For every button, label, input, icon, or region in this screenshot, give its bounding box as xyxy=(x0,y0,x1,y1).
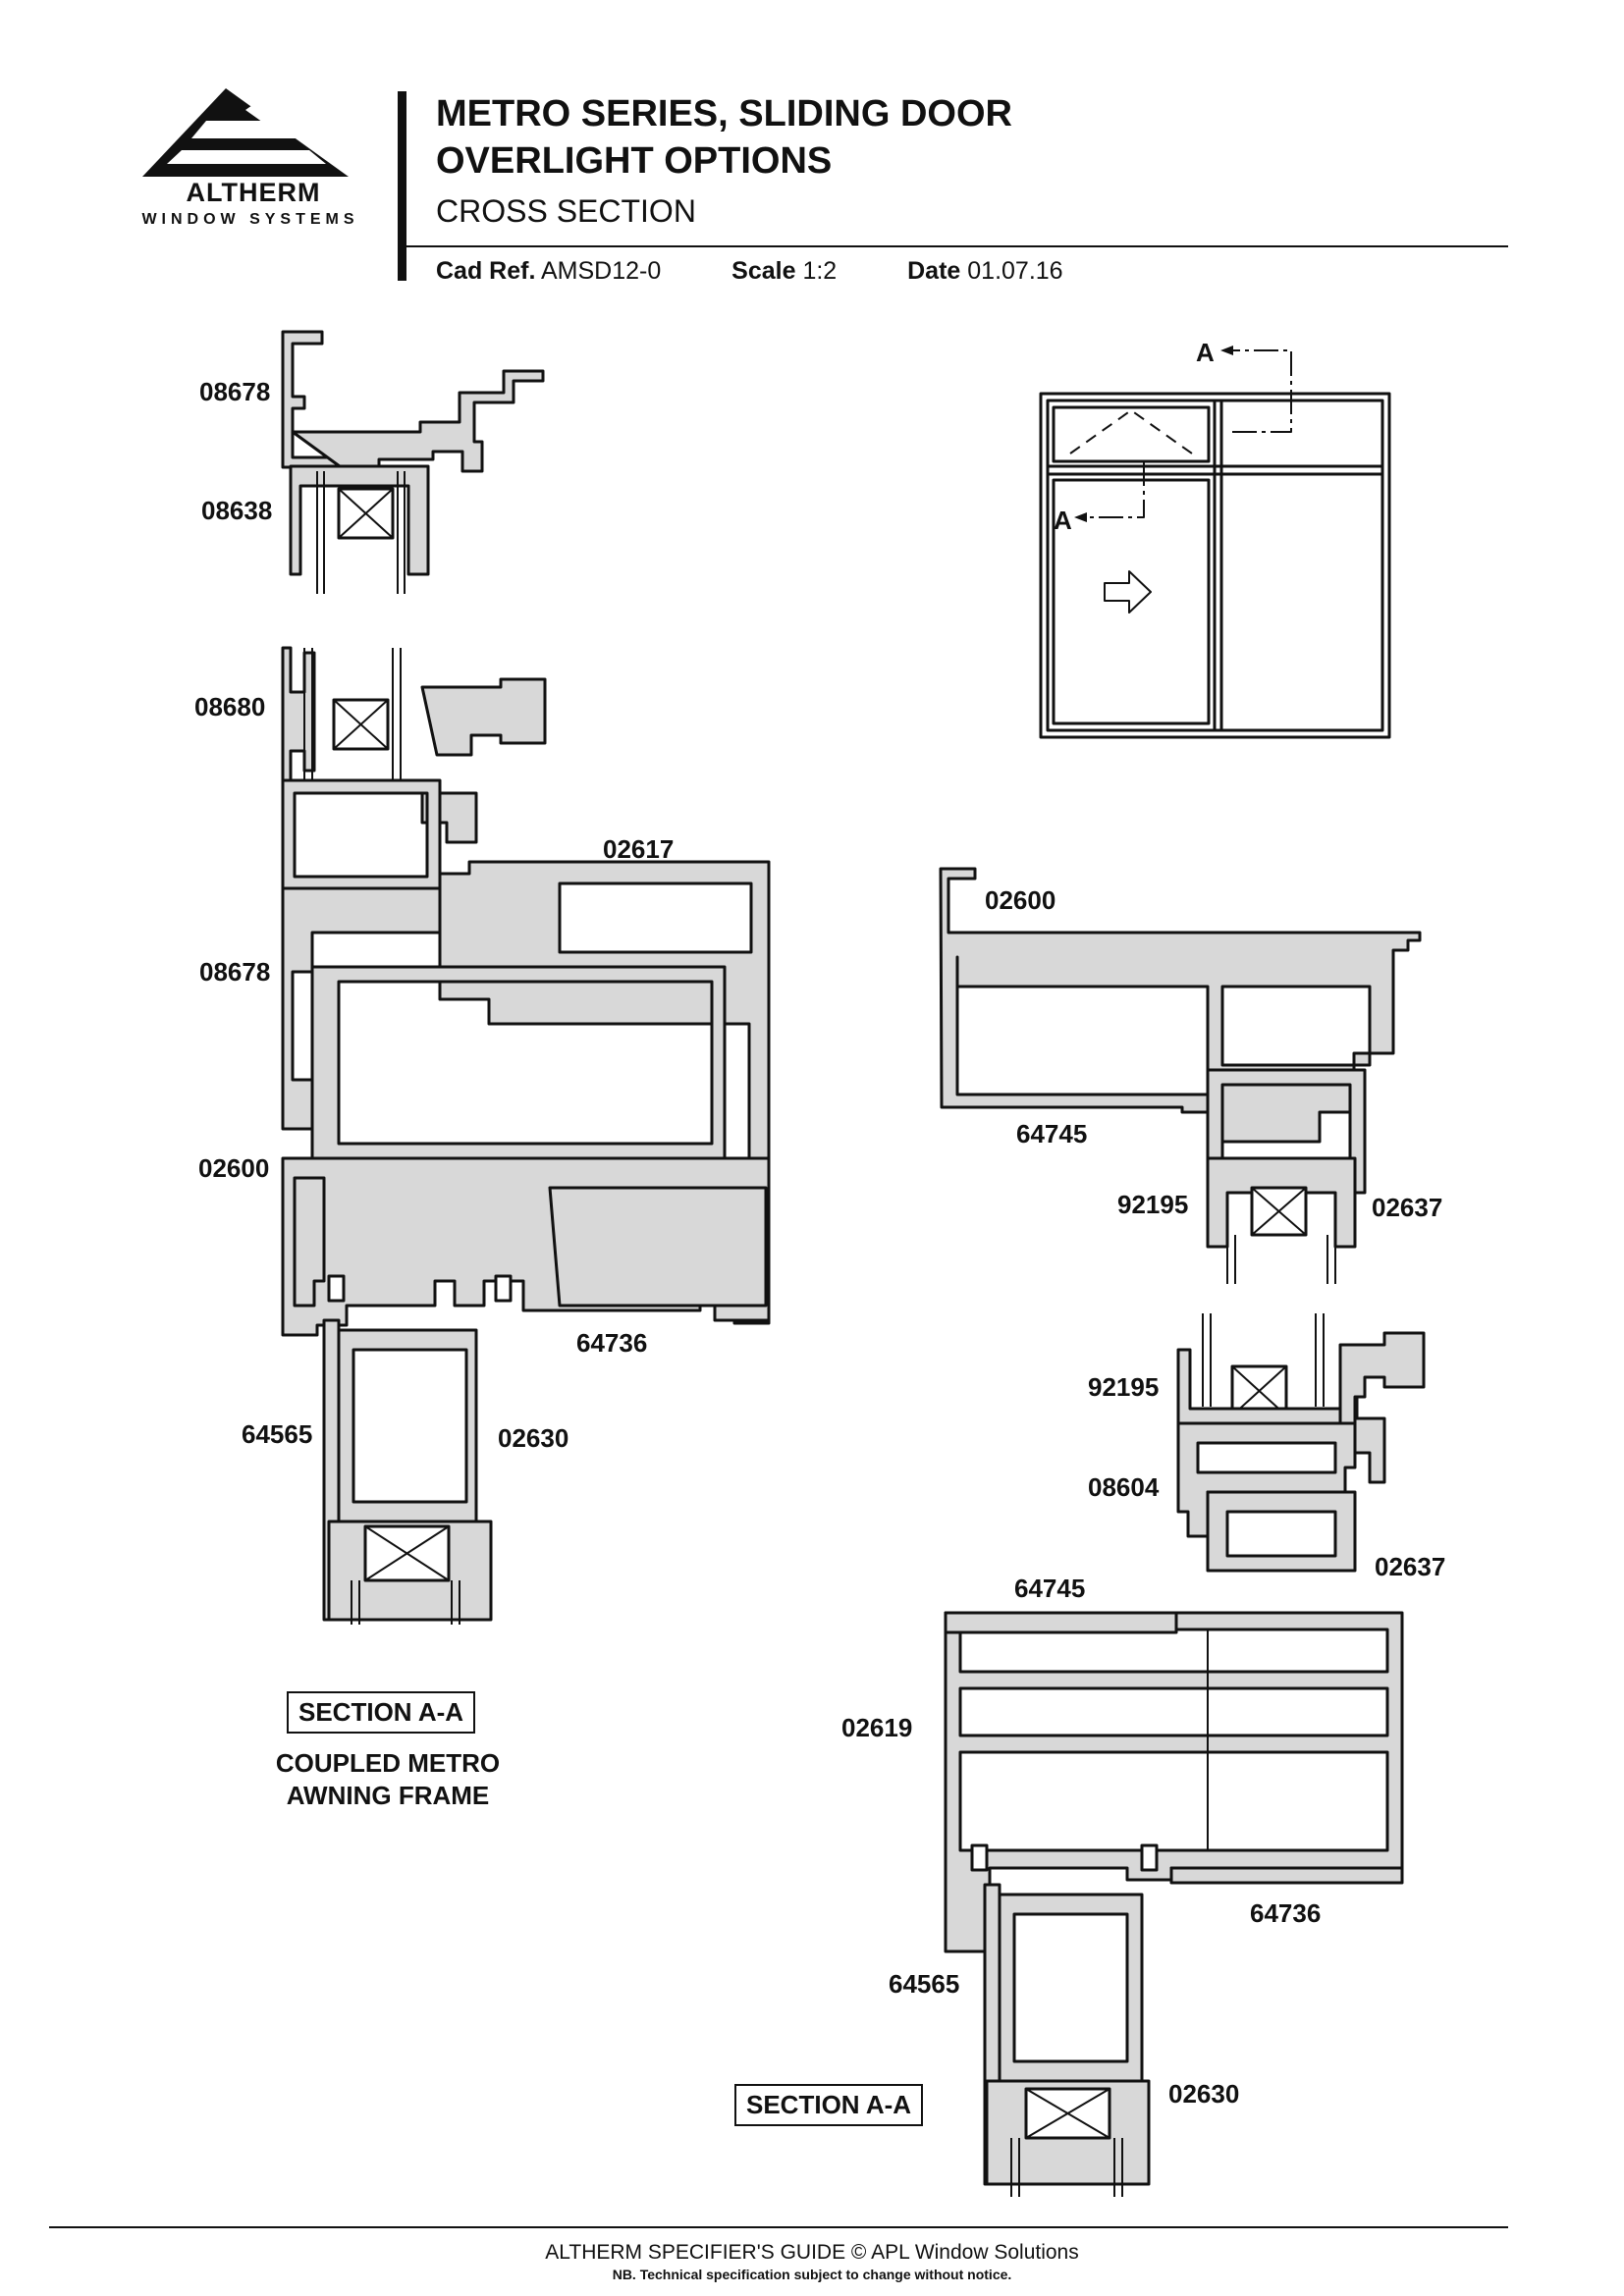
profile-02630 xyxy=(337,1328,478,1523)
label-64745-right: 64745 xyxy=(1016,1119,1088,1148)
label-02630-right: 02630 xyxy=(1168,2079,1240,2109)
label-64745-lower: 64745 xyxy=(1014,1574,1086,1603)
header-rule xyxy=(406,245,1508,247)
section-title-left: SECTION A-A xyxy=(287,1691,476,1734)
awning-sash xyxy=(289,464,430,576)
label-64565-right: 64565 xyxy=(889,1969,960,1999)
label-02630-left: 02630 xyxy=(498,1423,569,1453)
profile-08680-body xyxy=(281,778,442,890)
profile-64745-lower xyxy=(944,1611,1178,1634)
altherm-logo: ALTHERM WINDOW SYSTEMS xyxy=(108,83,393,231)
label-08680: 08680 xyxy=(194,692,266,721)
cad-ref-label: Cad Ref. xyxy=(436,257,536,285)
label-02617: 02617 xyxy=(603,834,675,864)
key-plan-marker-side: A xyxy=(1054,506,1072,535)
profile-64736 xyxy=(293,1176,326,1308)
section-title-right: SECTION A-A xyxy=(734,2084,924,2126)
header-divider xyxy=(398,91,406,281)
profile-08678-mid xyxy=(281,886,442,1131)
date-label: Date xyxy=(907,257,961,285)
caption-line1: COUPLED METRO xyxy=(275,1748,501,1778)
logo-mark xyxy=(142,88,349,177)
label-92195-lower: 92195 xyxy=(1088,1372,1160,1402)
profile-08604 xyxy=(1176,1421,1357,1538)
label-08638: 08638 xyxy=(201,496,273,525)
label-08678-mid: 08678 xyxy=(199,957,271,987)
profile-02637-lower xyxy=(1206,1490,1357,1573)
section-caption-left: COUPLED METRO AWNING FRAME xyxy=(260,1747,515,1812)
caption-line2: AWNING FRAME xyxy=(286,1781,490,1810)
label-02600-right: 02600 xyxy=(985,885,1056,915)
footer-rule xyxy=(49,2226,1508,2228)
key-plan xyxy=(1039,349,1391,739)
page-title-line2: OVERLIGHT OPTIONS xyxy=(436,140,833,182)
profile-64736-right xyxy=(1169,1866,1404,1885)
scale-value: 1:2 xyxy=(802,257,838,285)
profile-02630-right xyxy=(998,1893,1144,2083)
clip-lower xyxy=(1338,1331,1426,1433)
label-08678-top: 08678 xyxy=(199,377,271,406)
cad-ref-value: AMSD12-0 xyxy=(540,257,662,285)
label-64736-right: 64736 xyxy=(1250,1898,1322,1928)
drawing-meta: Cad Ref. AMSD12-0 Scale 1:2 Date 01.07.1… xyxy=(436,257,1069,286)
scale-label: Scale xyxy=(731,257,796,285)
footer-line2: NB. Technical specification subject to c… xyxy=(612,2267,1012,2282)
label-02637-lower: 02637 xyxy=(1375,1552,1446,1581)
brand-tagline: WINDOW SYSTEMS xyxy=(141,211,359,228)
label-64736-left: 64736 xyxy=(576,1328,648,1358)
profile-92195-02637 xyxy=(1206,1156,1357,1249)
footer-line1: ALTHERM SPECIFIER'S GUIDE © APL Window S… xyxy=(545,2241,1079,2264)
profile-08680-clip xyxy=(420,677,547,757)
key-plan-marker-top: A xyxy=(1196,338,1215,367)
label-02619: 02619 xyxy=(841,1713,913,1742)
label-92195-right: 92195 xyxy=(1117,1190,1189,1219)
label-02637-right: 02637 xyxy=(1372,1193,1443,1222)
page-title-line1: METRO SERIES, SLIDING DOOR xyxy=(436,93,1012,134)
label-08604: 08604 xyxy=(1088,1472,1160,1502)
label-64565-left: 64565 xyxy=(242,1419,313,1449)
label-02600-left: 02600 xyxy=(198,1153,270,1183)
date-value: 01.07.16 xyxy=(967,257,1063,285)
page-subtitle: CROSS SECTION xyxy=(436,193,696,229)
brand-name: ALTHERM xyxy=(186,178,321,207)
profile-08638 xyxy=(291,369,545,473)
